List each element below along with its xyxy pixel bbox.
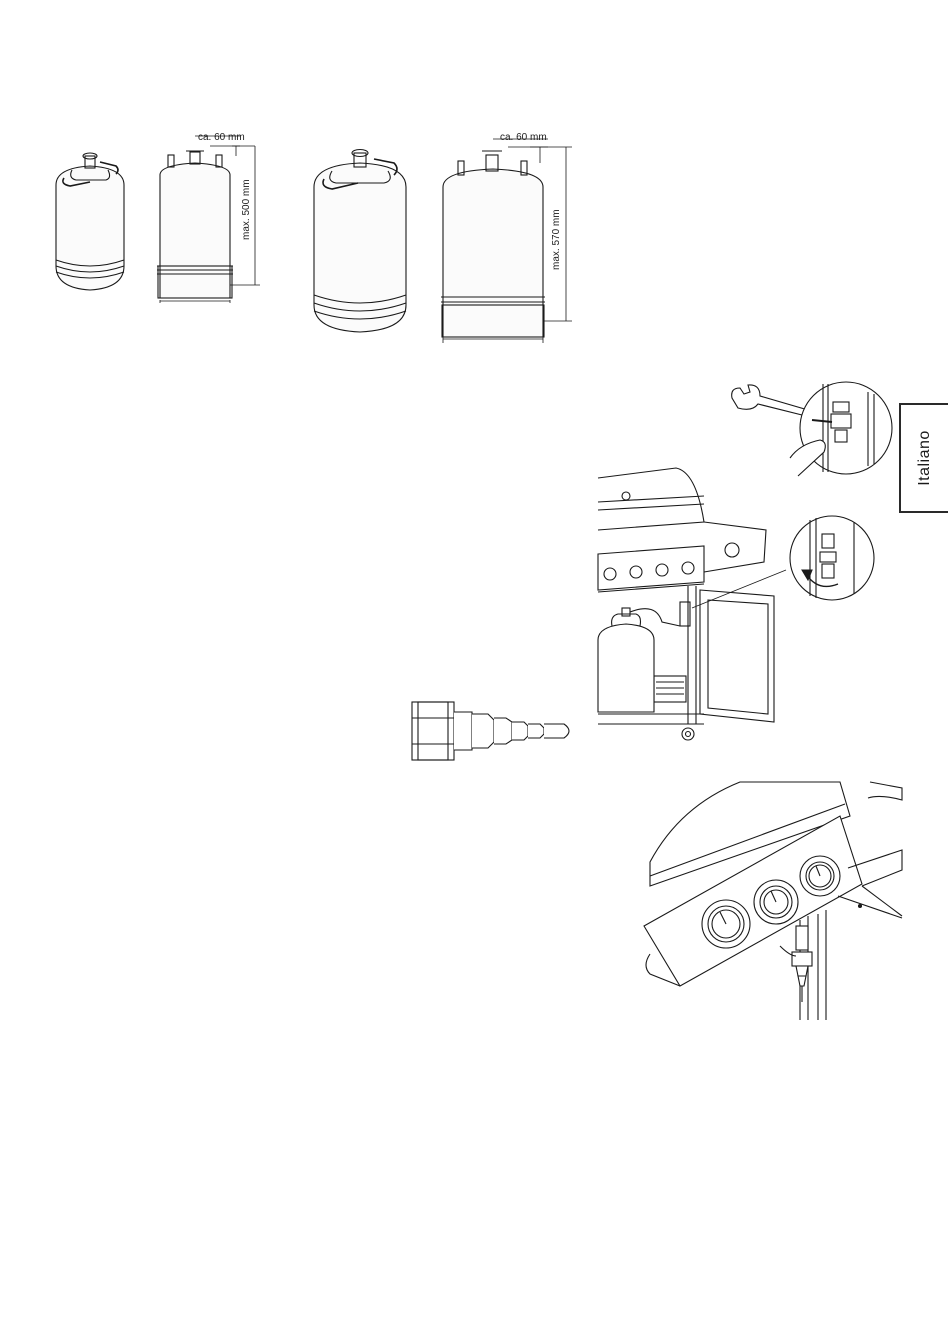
gas-connector-illustration [780, 926, 812, 1002]
large-cylinder-perspective-illustration [314, 150, 406, 333]
hose-nozzle-figure [410, 700, 580, 762]
control-knob-icon [800, 856, 840, 896]
wrench-icon [732, 385, 808, 416]
large-height-label: max. 570 mm [551, 209, 562, 270]
large-cylinder-figure: ca. 60 mm max. 570 mm [308, 125, 583, 343]
small-clearance-label: ca. 60 mm [198, 132, 245, 143]
regulator-detail-magnifier [790, 516, 874, 600]
language-tab[interactable]: Italiano [899, 403, 948, 513]
large-cylinder-front-illustration [441, 151, 545, 337]
small-cylinder-perspective-illustration [56, 153, 124, 290]
control-panel-illustration [644, 782, 902, 1020]
small-height-label: max. 500 mm [241, 179, 252, 240]
small-cylinder-figure: ca. 60 mm max. 500 mm [50, 128, 270, 303]
language-tab-label: Italiano [916, 430, 934, 486]
grill-cabinet-figure [596, 462, 876, 752]
large-clearance-label: ca. 60 mm [500, 132, 547, 143]
small-cylinder-front-illustration [157, 151, 233, 298]
gas-bottle-illustration [598, 602, 690, 712]
grill-controls-figure [640, 776, 908, 1020]
side-burner-knob-icon [725, 543, 739, 557]
